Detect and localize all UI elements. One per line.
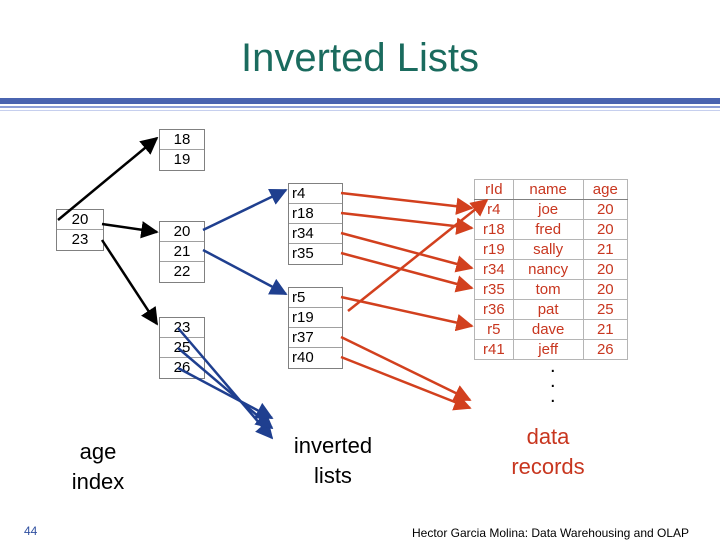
table-cell: r34 xyxy=(474,259,514,280)
index-key: 22 xyxy=(173,263,191,280)
index-leaf-node-2: 20 21 22 xyxy=(159,221,205,283)
table-cell: jeff xyxy=(512,339,584,360)
table-cell: 21 xyxy=(582,239,629,260)
inverted-list-2: r5 r19 r37 r40 xyxy=(288,287,343,369)
table-cell: r5 xyxy=(474,319,514,340)
caption-line: records xyxy=(511,454,585,479)
record-pointer: r40 xyxy=(292,349,314,366)
data-records-caption: data records xyxy=(496,422,600,482)
record-pointer: r34 xyxy=(289,224,342,244)
record-pointer-arrow xyxy=(340,355,472,411)
index-key: 20 xyxy=(57,210,103,230)
record-pointer-arrow xyxy=(340,231,474,273)
record-pointer-arrow xyxy=(340,211,474,235)
record-pointer: r5 xyxy=(289,288,342,308)
footer-credit: Hector Garcia Molina: Data Warehousing a… xyxy=(412,526,690,540)
index-key: 19 xyxy=(173,151,191,168)
table-header-row: rId name age xyxy=(474,179,629,200)
column-header: name xyxy=(512,179,584,200)
table-cell: 20 xyxy=(582,259,629,280)
index-key: 18 xyxy=(160,130,204,150)
table-cell: 26 xyxy=(582,339,629,360)
inverted-lists-caption: inverted lists xyxy=(283,431,383,491)
caption-line: data xyxy=(526,424,570,449)
index-pointer-arrow xyxy=(101,221,159,239)
caption-line: age xyxy=(79,439,117,464)
list-pointer-arrow xyxy=(177,347,274,430)
continuation-dot: . xyxy=(550,355,556,377)
index-key: 23 xyxy=(160,318,204,338)
title-rule-thin xyxy=(0,106,720,108)
index-pointer-arrow xyxy=(100,239,159,326)
continuation-dot: . xyxy=(550,385,556,407)
index-key: 21 xyxy=(160,242,204,262)
continuation-dot: . xyxy=(550,370,556,392)
page-number: 44 xyxy=(24,524,38,538)
caption-line: index xyxy=(71,469,125,494)
table-cell: 20 xyxy=(582,279,629,300)
list-pointer-arrow xyxy=(202,248,288,296)
slide-title: Inverted Lists xyxy=(241,36,479,80)
title-rule-faint xyxy=(0,110,720,111)
list-pointer-arrow xyxy=(177,327,274,440)
index-leaf-node-1: 18 19 xyxy=(159,129,205,171)
table-cell: nancy xyxy=(512,259,584,280)
inverted-list-1: r4 r18 r34 r35 xyxy=(288,183,343,265)
record-pointer: r4 xyxy=(289,184,342,204)
record-pointer: r19 xyxy=(289,308,342,328)
list-pointer-arrow xyxy=(177,366,274,420)
table-cell: dave xyxy=(512,319,584,340)
table-cell: sally xyxy=(512,239,584,260)
record-pointer: r35 xyxy=(292,245,314,262)
record-pointer-arrow xyxy=(340,335,472,402)
record-pointer-arrow xyxy=(347,198,489,312)
caption-line: inverted xyxy=(293,433,373,458)
caption-line: lists xyxy=(314,463,352,488)
list-pointer-arrow xyxy=(202,188,288,232)
record-pointer: r37 xyxy=(289,328,342,348)
index-pointer-arrow xyxy=(57,136,159,221)
table-cell: r18 xyxy=(474,219,514,240)
index-key: 23 xyxy=(71,231,89,248)
column-header: age xyxy=(582,179,629,200)
age-index-caption: age index xyxy=(60,437,136,497)
record-pointer-arrow xyxy=(340,251,474,293)
index-leaf-node-3: 23 25 26 xyxy=(159,317,205,379)
index-key: 20 xyxy=(160,222,204,242)
index-key: 25 xyxy=(160,338,204,358)
title-rule xyxy=(0,98,720,104)
record-pointer: r18 xyxy=(289,204,342,224)
table-cell: r41 xyxy=(474,339,514,360)
record-pointer-arrow xyxy=(340,295,474,332)
table-cell: tom xyxy=(512,279,584,300)
record-pointer-arrow xyxy=(340,191,474,215)
